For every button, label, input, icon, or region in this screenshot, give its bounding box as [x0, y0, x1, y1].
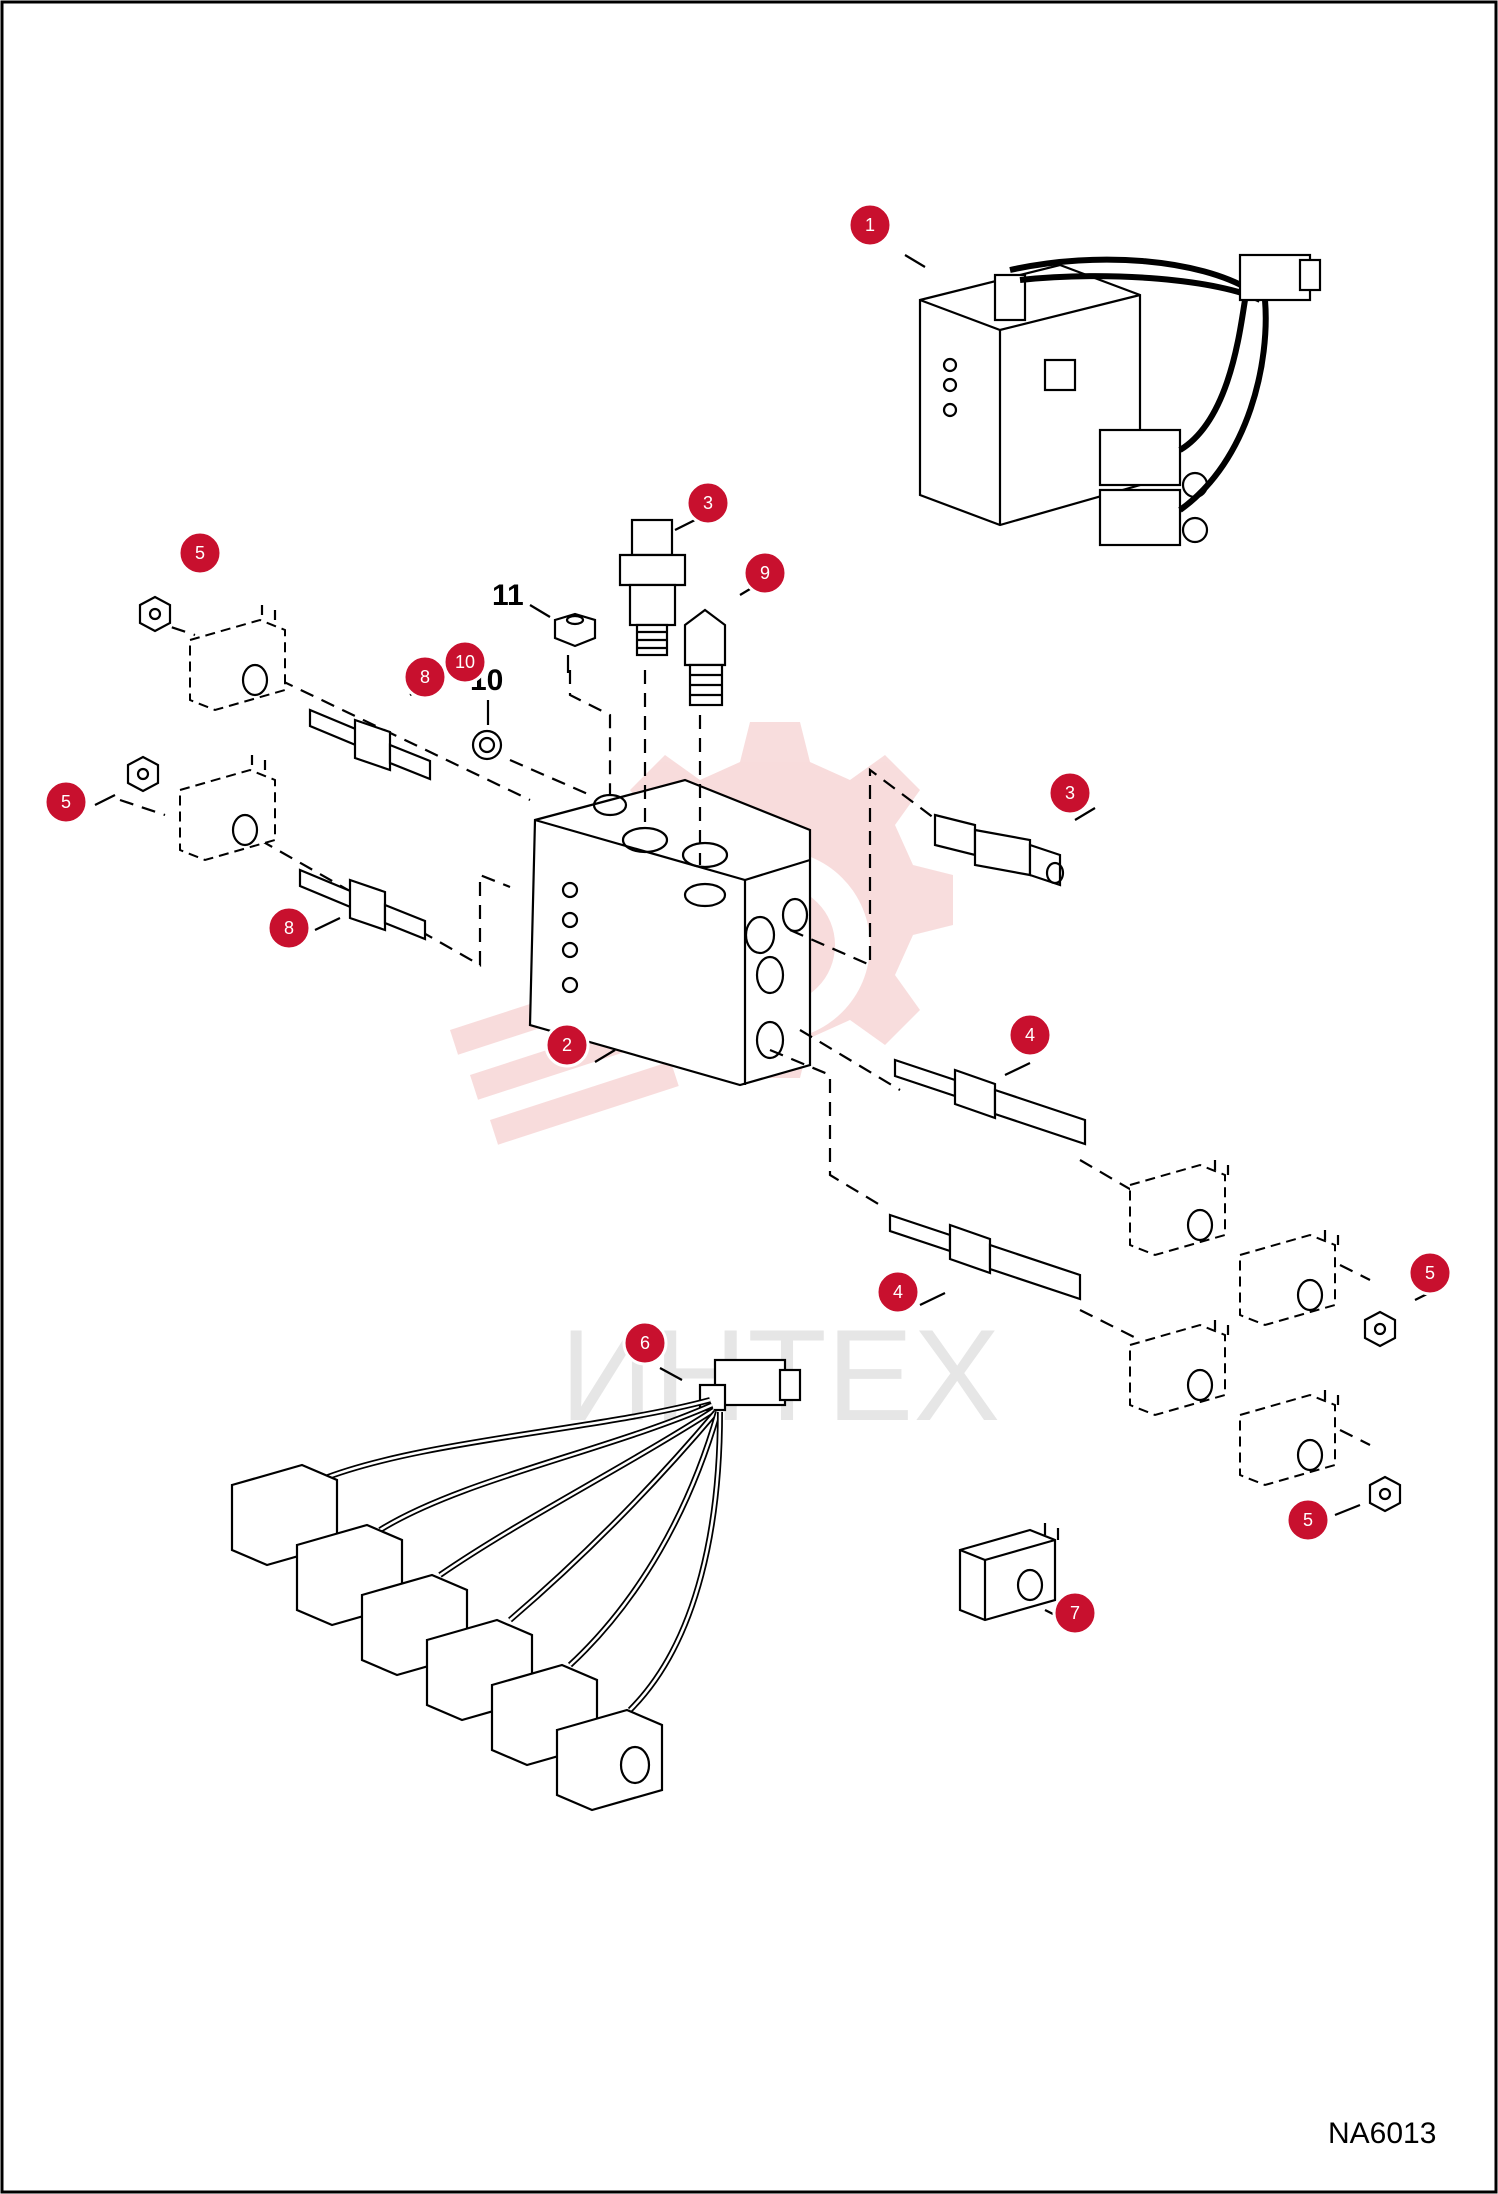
- valve-assembly-complete: [918, 253, 1322, 547]
- nut-upper-left: [138, 595, 172, 633]
- callout-3a: 3: [685, 480, 731, 526]
- svg-text:10: 10: [455, 652, 475, 672]
- svg-text:5: 5: [61, 792, 71, 812]
- svg-text:8: 8: [284, 918, 294, 938]
- svg-text:4: 4: [1025, 1025, 1035, 1045]
- svg-text:4: 4: [893, 1282, 903, 1302]
- svg-text:5: 5: [1425, 1263, 1435, 1283]
- solenoid-cartridge-upper: [308, 708, 432, 781]
- coil-dashed-right-2: [1239, 1230, 1340, 1327]
- nut-right-lower: [1368, 1475, 1402, 1513]
- callout-5d: 5: [1285, 1497, 1331, 1543]
- svg-text:5: 5: [1303, 1510, 1313, 1530]
- coil-dashed-lower-left: [179, 755, 276, 862]
- svg-text:6: 6: [640, 1333, 650, 1353]
- drawing-code: NA6013: [1328, 2117, 1436, 2150]
- check-valve: [683, 608, 727, 707]
- callout-4b: 4: [875, 1269, 921, 1315]
- callout-5b: 5: [43, 779, 89, 825]
- long-cartridge-upper: [893, 1058, 1087, 1146]
- callout-9: 9: [742, 550, 788, 596]
- coil-dashed-right-1: [1129, 1160, 1230, 1257]
- callout-10: 10: [442, 639, 488, 685]
- coil-dashed-right-3: [1129, 1320, 1230, 1417]
- cartridge-valve-vertical: [618, 518, 687, 657]
- coil-dashed-upper-left: [189, 605, 286, 712]
- nut-lower-left: [126, 755, 160, 793]
- svg-text:5: 5: [195, 543, 205, 563]
- callout-4a: 4: [1007, 1012, 1053, 1058]
- svg-text:8: 8: [420, 667, 430, 687]
- callout-6: 6: [622, 1320, 668, 1366]
- callout-7: 7: [1052, 1590, 1098, 1636]
- svg-text:3: 3: [1065, 783, 1075, 803]
- svg-text:7: 7: [1070, 1603, 1080, 1623]
- svg-text:3: 3: [703, 493, 713, 513]
- long-cartridge-lower: [888, 1213, 1082, 1301]
- callout-5a: 5: [177, 530, 223, 576]
- svg-text:1: 1: [865, 215, 875, 235]
- wiring-harness: [230, 1358, 802, 1812]
- svg-text:2: 2: [562, 1035, 572, 1055]
- plug-small: [553, 612, 597, 648]
- coil-dashed-right-4: [1239, 1390, 1340, 1487]
- cartridge-valve-horizontal: [933, 813, 1065, 887]
- valve-block: [528, 778, 812, 1087]
- nut-right-upper: [1363, 1310, 1397, 1348]
- solenoid-coil-single: [958, 1523, 1060, 1622]
- callout-8b: 8: [266, 905, 312, 951]
- plug-o-ring: [471, 729, 503, 761]
- callout-2: 2: [544, 1022, 590, 1068]
- callout-5c: 5: [1407, 1250, 1453, 1296]
- callout-1: 1: [847, 202, 893, 248]
- part-label-11: 11: [492, 579, 524, 612]
- callout-8a: 8: [402, 654, 448, 700]
- solenoid-cartridge-lower: [298, 868, 427, 941]
- callout-3b: 3: [1047, 770, 1093, 816]
- svg-text:9: 9: [760, 563, 770, 583]
